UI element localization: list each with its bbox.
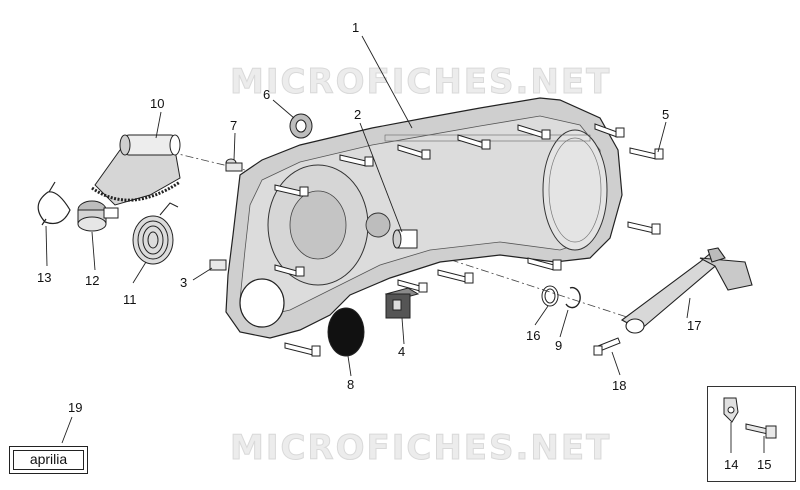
- bushing-gear-part-12: [77, 200, 119, 232]
- logo-text: aprilia: [13, 450, 84, 470]
- callout-5: 5: [662, 107, 670, 122]
- kick-gear-part-10: [91, 134, 181, 206]
- bushing-part-7: [225, 158, 243, 172]
- kick-lever-part-17: [620, 247, 753, 334]
- cover-bolts: [274, 123, 664, 357]
- leader-lines: [45, 35, 765, 453]
- callout-18: 18: [612, 378, 627, 393]
- callout-11: 11: [123, 292, 137, 307]
- callout-19: 19: [68, 400, 83, 415]
- watermark-bottom: MICROFICHES.NET: [229, 428, 612, 469]
- callout-15: 15: [757, 457, 772, 472]
- callout-6: 6: [263, 87, 271, 102]
- watermark-top: MICROFICHES.NET: [229, 62, 612, 103]
- inset-clip-part-14: [723, 397, 739, 423]
- callout-2: 2: [354, 107, 362, 122]
- disc-part-8: [327, 307, 365, 357]
- callout-7: 7: [230, 118, 238, 133]
- bushing-part-3: [209, 259, 227, 271]
- bolt-part-18: [593, 337, 621, 356]
- aprilia-logo: aprilia: [9, 446, 88, 474]
- inset-bolt-part-15: [745, 423, 777, 439]
- callout-3: 3: [180, 275, 188, 290]
- washer-part-16: [541, 285, 559, 307]
- pin-part-2: [392, 229, 418, 249]
- block-part-4: [384, 287, 420, 319]
- transmission-cover: [225, 97, 623, 339]
- callout-1: 1: [352, 20, 360, 35]
- spring-part-11: [132, 202, 179, 265]
- inset-box: [707, 386, 796, 482]
- seal-part-6: [289, 113, 313, 139]
- callout-4: 4: [398, 344, 406, 359]
- callout-13: 13: [37, 270, 52, 285]
- callout-17: 17: [687, 318, 702, 333]
- callout-16: 16: [526, 328, 541, 343]
- callout-8: 8: [347, 377, 355, 392]
- callout-12: 12: [85, 273, 100, 288]
- callout-10: 10: [150, 96, 165, 111]
- circlip-part-9: [565, 286, 581, 309]
- callout-9: 9: [555, 338, 563, 353]
- callout-14: 14: [724, 457, 739, 472]
- spring-clip-part-13: [37, 181, 71, 226]
